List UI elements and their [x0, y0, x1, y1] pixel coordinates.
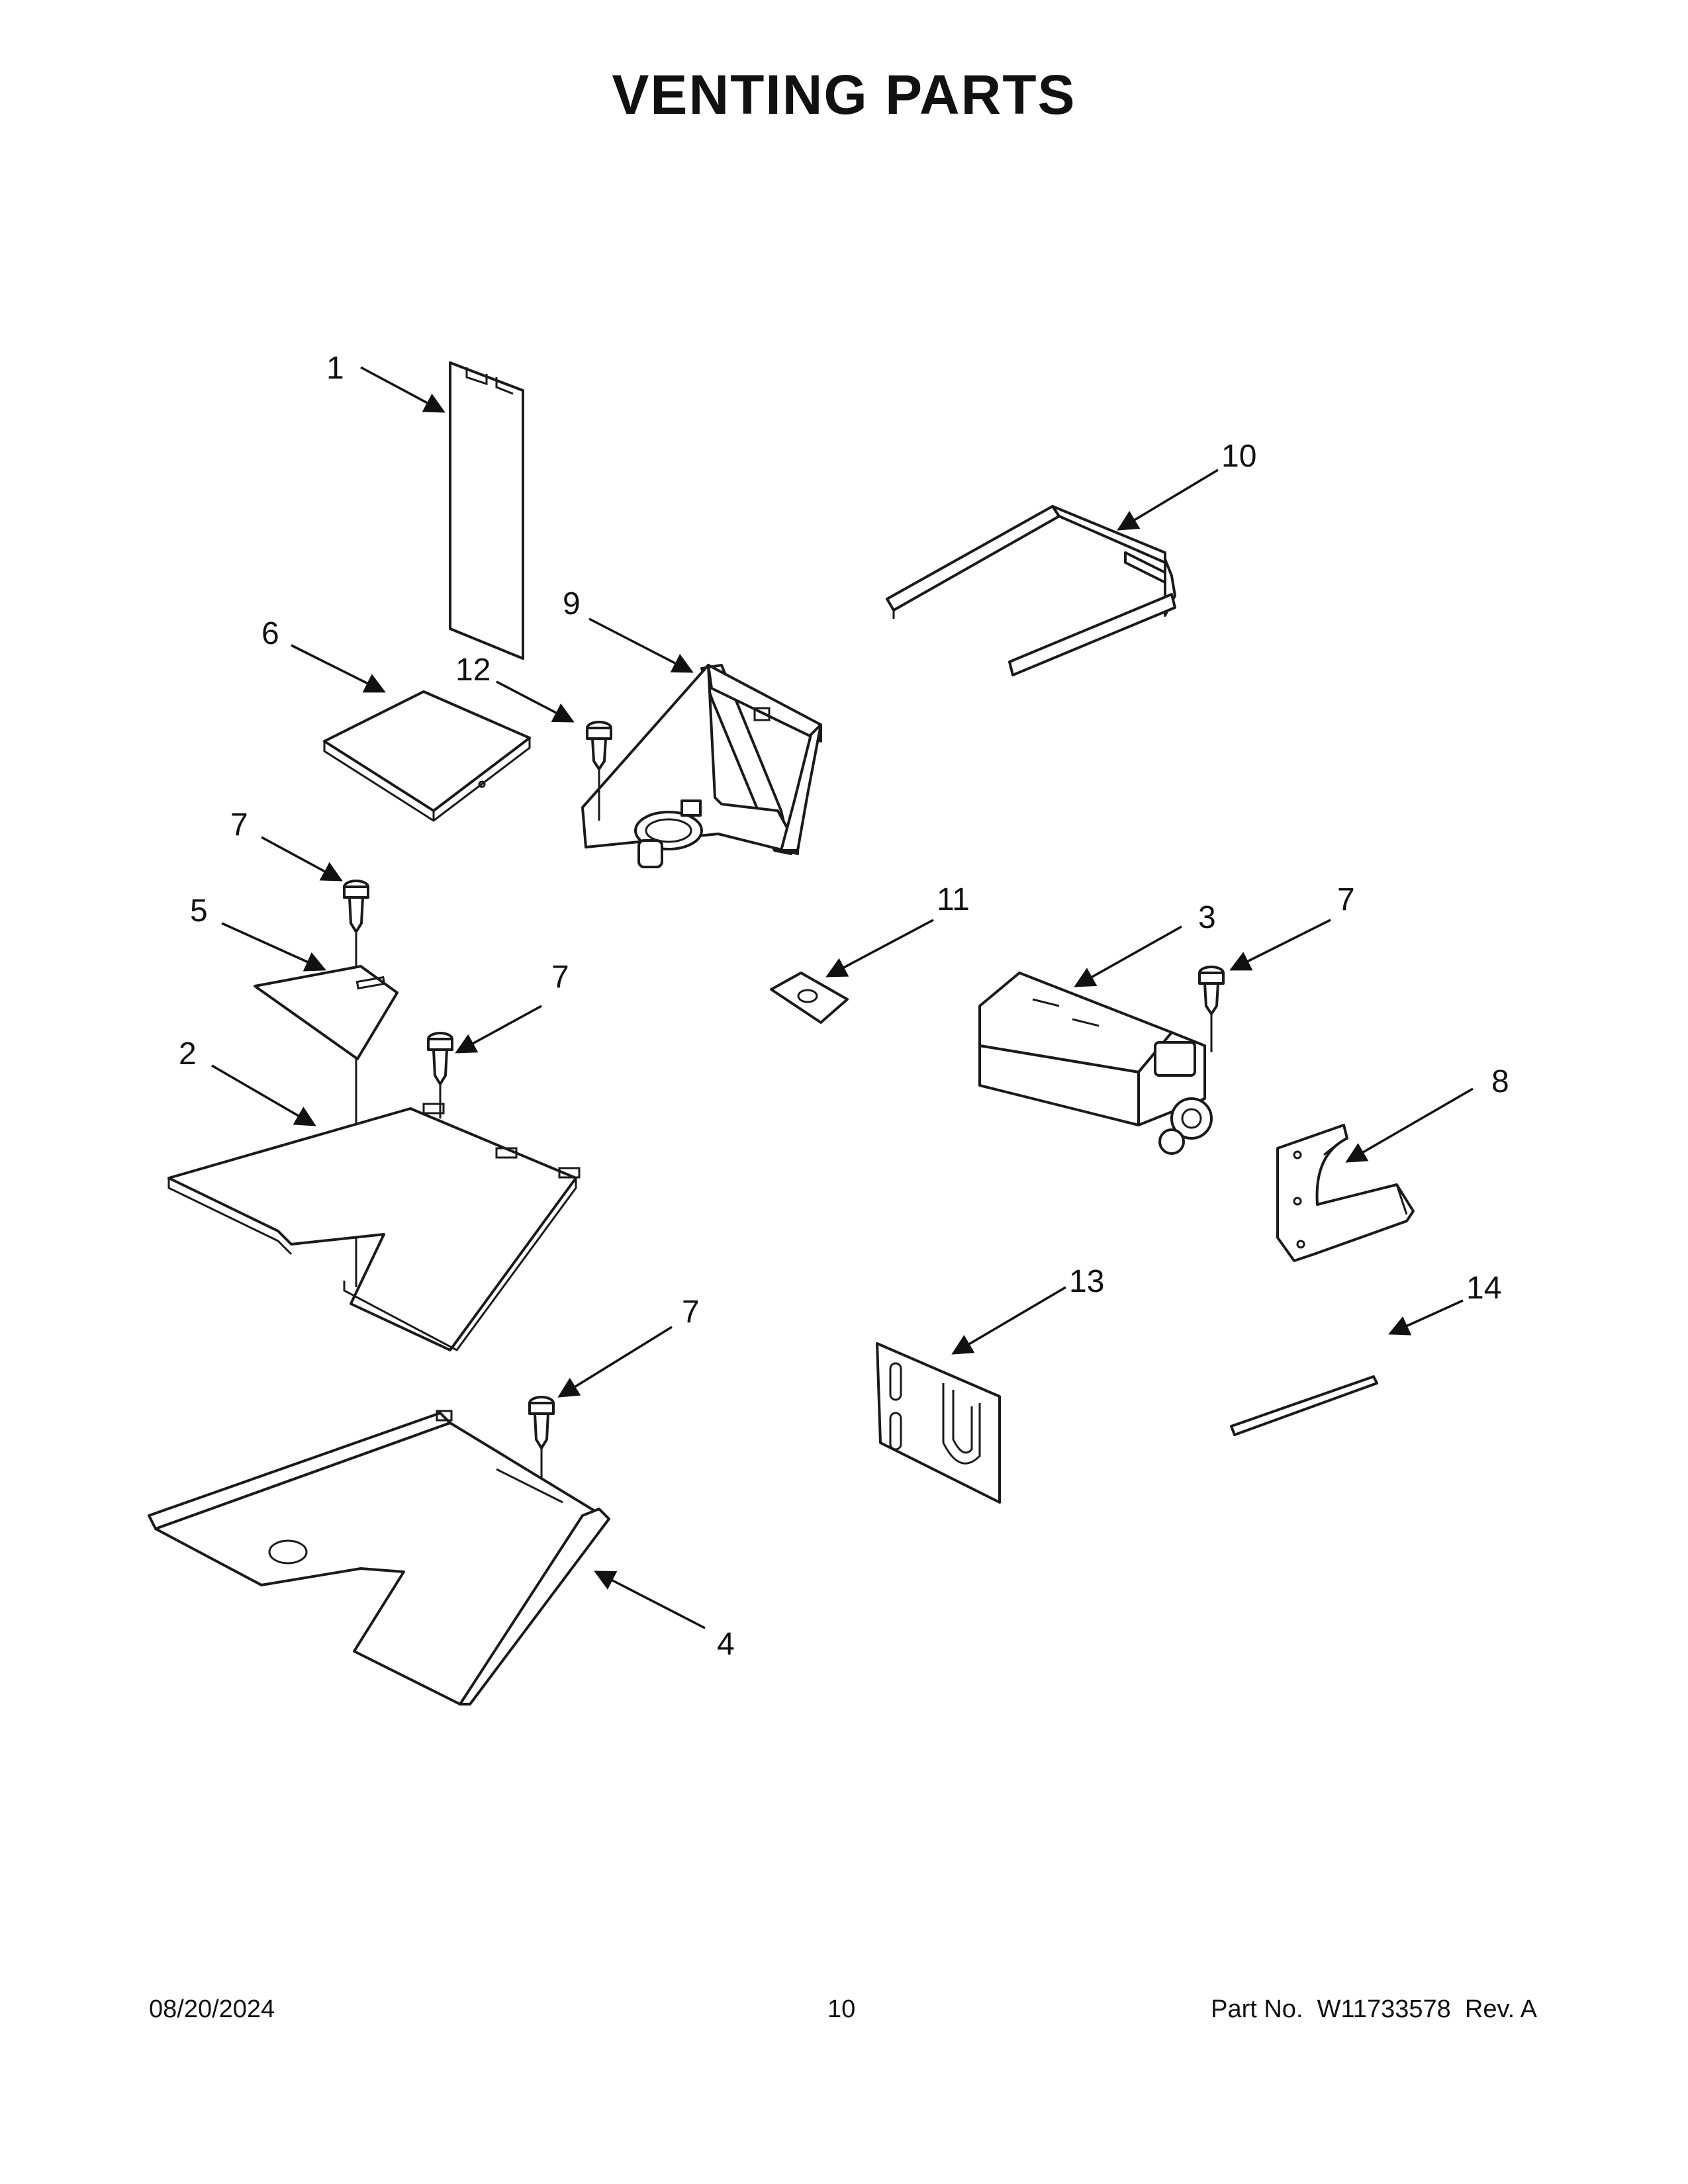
- part-7-screw-c[interactable]: [1198, 966, 1225, 1052]
- footer-part-prefix: Part No.: [1211, 1995, 1303, 2023]
- callout-7c[interactable]: 7: [1337, 882, 1355, 917]
- callout-11[interactable]: 11: [937, 882, 970, 917]
- part-3-blower-assembly[interactable]: [978, 972, 1213, 1155]
- part-8-curved-bracket[interactable]: [1276, 1124, 1415, 1262]
- callout-10[interactable]: 10: [1221, 439, 1256, 474]
- part-1-panel[interactable]: [449, 361, 524, 660]
- part-9-vent-housing[interactable]: [581, 664, 822, 868]
- callout-13[interactable]: 13: [1069, 1264, 1104, 1299]
- part-7-screw-b[interactable]: [427, 1032, 453, 1118]
- part-14-rod[interactable]: [1230, 1375, 1378, 1436]
- callout-8[interactable]: 8: [1491, 1064, 1509, 1099]
- part-6-shield[interactable]: [323, 690, 531, 822]
- callout-9[interactable]: 9: [563, 586, 581, 621]
- footer-date: 08/20/2024: [149, 1995, 275, 2023]
- page-title: VENTING PARTS: [612, 64, 1076, 126]
- part-11-gasket[interactable]: [770, 972, 849, 1024]
- callout-12[interactable]: 12: [455, 653, 491, 688]
- part-13-plate[interactable]: [876, 1342, 1001, 1504]
- callout-1[interactable]: 1: [326, 351, 344, 386]
- part-10-frame[interactable]: [886, 505, 1176, 676]
- callout-5[interactable]: 5: [190, 893, 208, 929]
- callout-3[interactable]: 3: [1198, 900, 1216, 935]
- part-4-bottom-shield[interactable]: [148, 1410, 610, 1706]
- callout-7d[interactable]: 7: [682, 1295, 700, 1330]
- callout-2[interactable]: 2: [179, 1036, 197, 1071]
- part-12-screw[interactable]: [586, 721, 612, 821]
- callout-4[interactable]: 4: [717, 1627, 735, 1662]
- footer-part-number: W11733578: [1317, 1995, 1451, 2023]
- part-7-screw-a[interactable]: [343, 880, 369, 933]
- part-2-flat-shield[interactable]: [167, 1103, 581, 1351]
- footer-page-number: 10: [827, 1995, 856, 2023]
- callout-14[interactable]: 14: [1466, 1271, 1501, 1306]
- part-5-bracket-plate[interactable]: [254, 965, 399, 1060]
- footer-part-info: Part No. W11733578 Rev. A: [1211, 1995, 1537, 2024]
- callout-7b[interactable]: 7: [551, 960, 569, 995]
- callout-6[interactable]: 6: [261, 616, 279, 651]
- callout-7a[interactable]: 7: [230, 807, 248, 842]
- footer-revision: Rev. A: [1464, 1995, 1537, 2023]
